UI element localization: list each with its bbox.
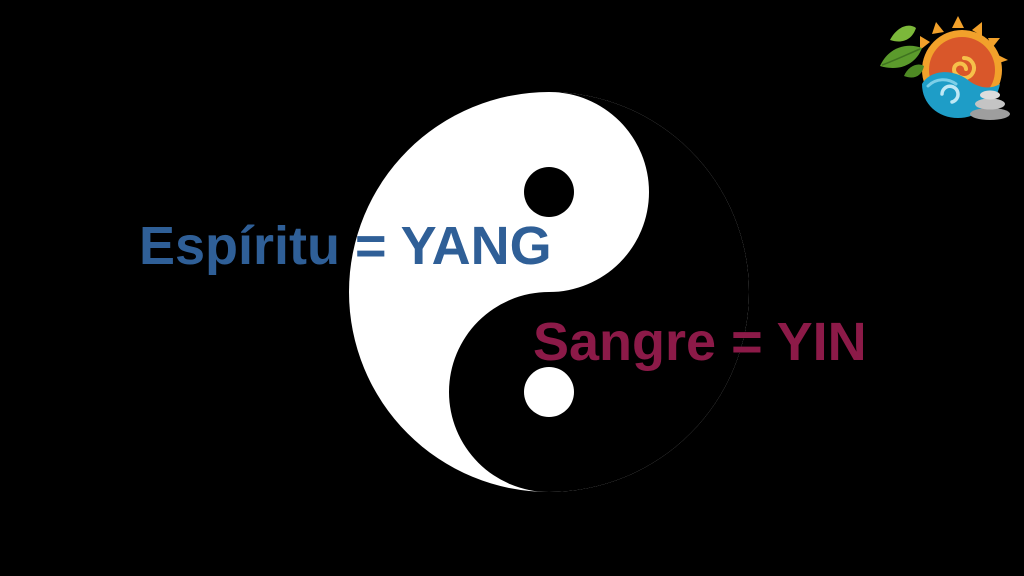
leaf-icon <box>880 25 924 78</box>
water-crest-icon <box>926 78 958 88</box>
yin-label: Sangre = YIN <box>533 312 867 372</box>
water-spiral-icon <box>940 84 960 104</box>
yang-label: Espíritu = YANG <box>139 216 552 276</box>
stones-icon <box>970 90 1010 120</box>
yin-yang-light-dot <box>524 367 574 417</box>
yin-yang-dark-dot <box>524 167 574 217</box>
sun-water-stones-leaf-logo <box>880 16 1010 120</box>
